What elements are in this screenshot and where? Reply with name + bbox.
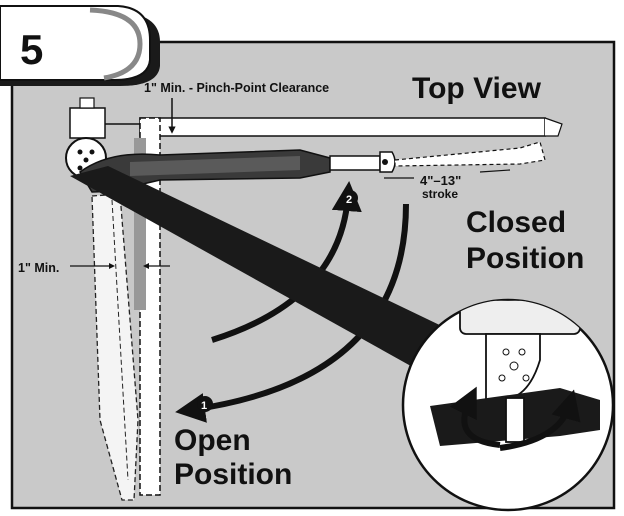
- open-position-line2: Position: [174, 458, 292, 491]
- side-clearance-label: 1" Min.: [18, 261, 59, 275]
- rotation-arrows-icon: [449, 386, 501, 448]
- arrow-open-swing: [175, 203, 409, 423]
- open-position-line1: Open: [174, 424, 251, 457]
- badge-open: 1: [201, 400, 207, 412]
- stroke-label: stroke: [422, 187, 458, 201]
- zoom-detail: [401, 298, 615, 512]
- badge-closed: 2: [346, 194, 352, 206]
- view-title: Top View: [412, 72, 542, 105]
- mounting-bracket: [69, 107, 106, 139]
- stroke-extension-dashed: [394, 141, 546, 167]
- stroke-range-label: 4"–13": [420, 173, 461, 188]
- zoom-connector: [70, 166, 450, 370]
- closed-position-line1: Closed: [466, 206, 566, 239]
- gate-closed: [139, 117, 546, 137]
- closed-position-line2: Position: [466, 242, 584, 275]
- pinch-clearance-label: 1" Min. - Pinch-Point Clearance: [144, 81, 329, 95]
- step-number: 5: [20, 26, 43, 73]
